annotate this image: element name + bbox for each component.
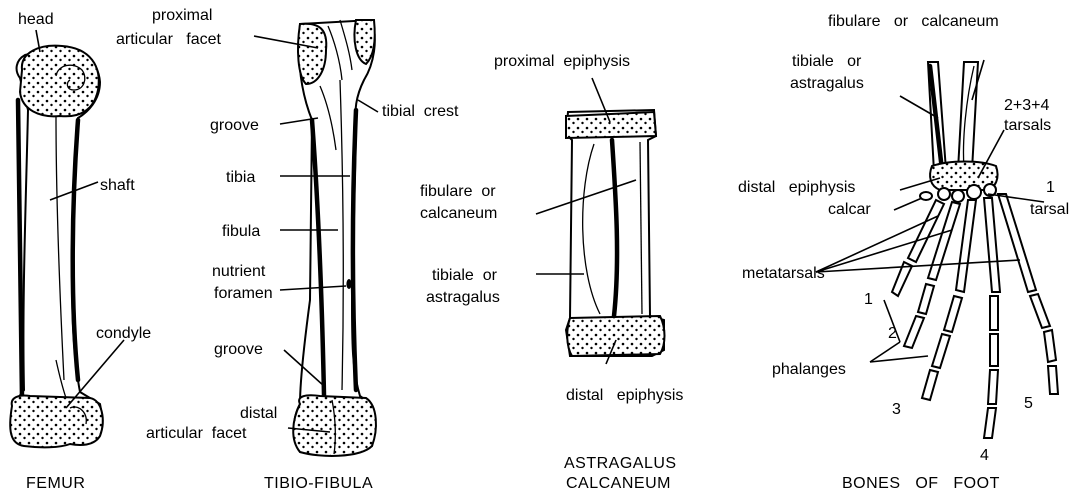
caption-tibiofibula: TIBIO-FIBULA	[264, 475, 373, 492]
label-astragalus-foot: astragalus	[790, 75, 864, 92]
label-digit-2: 2	[888, 325, 897, 342]
label-digit-3: 3	[892, 401, 901, 418]
label-proximal-epiphysis: proximal epiphysis	[494, 53, 630, 70]
label-distal: distal	[240, 405, 277, 422]
label-tibiale-or-foot: tibiale or	[792, 53, 862, 70]
label-digit-1: 1	[864, 291, 873, 308]
femur-head	[20, 46, 99, 117]
label-digit-4: 4	[980, 447, 989, 464]
label-fibula: fibula	[222, 223, 260, 240]
label-tibial-crest: tibial crest	[382, 103, 459, 120]
label-proximal: proximal	[152, 7, 212, 24]
label-phalanges: phalanges	[772, 361, 846, 378]
astragalus-figure	[566, 110, 665, 356]
label-groove-lower: groove	[214, 341, 263, 358]
label-tarsal: tarsal	[1030, 201, 1069, 218]
label-astragalus: astragalus	[426, 289, 500, 306]
label-distal-epiphysis-foot: distal epiphysis	[738, 179, 855, 196]
label-groove-upper: groove	[210, 117, 259, 134]
label-articular-facet-top: articular facet	[116, 31, 221, 48]
label-tibia: tibia	[226, 169, 255, 186]
label-fibulare-or-calcaneum: fibulare or calcaneum	[828, 13, 999, 30]
tibiofibula-figure	[293, 20, 376, 456]
astragalus-distal-epiphysis	[567, 316, 664, 356]
label-shaft: shaft	[100, 177, 135, 194]
nutrient-foramen-mark	[346, 279, 351, 289]
caption-bones-of-foot: BONES OF FOOT	[842, 475, 1000, 492]
leader-lines	[36, 30, 1044, 432]
caption-femur: FEMUR	[26, 475, 85, 492]
label-metatarsals: metatarsals	[742, 265, 825, 282]
label-head: head	[18, 11, 54, 28]
label-tarsal-1: 1	[1046, 179, 1055, 196]
label-articular-facet-bottom: articular facet	[146, 425, 247, 442]
label-tibiale-or: tibiale or	[432, 267, 498, 284]
femur-condyle	[10, 395, 103, 447]
label-distal-epiphysis: distal epiphysis	[566, 387, 683, 404]
tibiofibula-labels: proximal articular facet tibial crest gr…	[116, 7, 459, 492]
label-foramen: foramen	[214, 285, 273, 302]
label-tarsals-2-3-4: 2+3+4	[1004, 97, 1049, 114]
label-digit-5: 5	[1024, 395, 1033, 412]
tibiofibula-outline	[294, 20, 375, 454]
caption-astragalus: ASTRAGALUS	[564, 455, 677, 472]
label-nutrient: nutrient	[212, 263, 266, 280]
label-calcar: calcar	[828, 201, 871, 218]
label-fibulare-or: fibulare or	[420, 183, 496, 200]
femur-figure	[10, 46, 103, 448]
label-condyle: condyle	[96, 325, 151, 342]
caption-calcaneum: CALCANEUM	[566, 475, 671, 492]
label-tarsals: tarsals	[1004, 117, 1051, 134]
astragalus-proximal-epiphysis	[566, 112, 656, 138]
label-calcaneum: calcaneum	[420, 205, 497, 222]
